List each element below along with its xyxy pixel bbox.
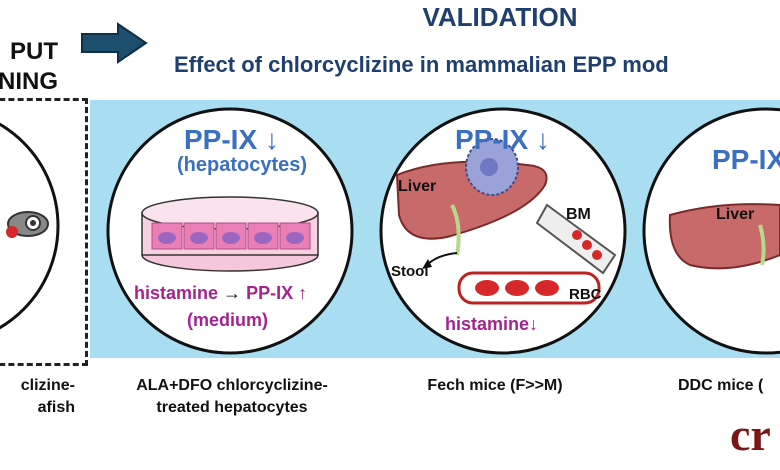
- panel2-ppix-label: PP-IX: [455, 124, 529, 155]
- left-caption: clizine- afish: [0, 375, 75, 419]
- left-caption-line2: afish: [37, 399, 75, 416]
- zebrafish-panel: [0, 122, 60, 330]
- down-arrow-icon: ↓: [535, 124, 550, 155]
- panel3-ppix-label: PP-IX: [712, 144, 780, 175]
- hepatocytes-panel: [106, 107, 354, 355]
- panel1-caption-line1: ALA+DFO chlorcyclizine-: [136, 377, 328, 394]
- panel2-histamine-label: histamine: [445, 314, 530, 334]
- left-caption-line1: clizine-: [20, 377, 75, 394]
- left-header-line1: PUT: [10, 38, 58, 65]
- panel1-histamine-label: histamine: [134, 283, 219, 303]
- right-arrow-small-icon: →: [223, 283, 242, 303]
- panel3-liver-label: Liver: [716, 206, 755, 223]
- panel2-caption: Fech mice (F>>M): [427, 377, 563, 394]
- panel1-histamine-row: histamine → PP-IX ↑: [134, 283, 307, 304]
- panel1-caption-line2: treated hepatocytes: [156, 399, 308, 416]
- panel1-hepatocytes-label: (hepatocytes): [177, 154, 308, 176]
- down-arrow-icon: ↓: [264, 124, 279, 155]
- panel2-liver-label: Liver: [398, 178, 437, 195]
- ddc-mice-panel: [642, 107, 780, 355]
- panel2-ppix-title: PP-IX ↓: [455, 124, 550, 156]
- validation-title: VALIDATION: [422, 2, 578, 32]
- panel2-bm-label: BM: [566, 206, 591, 223]
- panel1-caption: ALA+DFO chlorcyclizine- treated hepatocy…: [102, 375, 362, 419]
- panel2-rbc-label: RBC: [569, 286, 602, 303]
- panel2-histamine-row: histamine↓: [445, 314, 538, 335]
- up-arrow-icon: ↑: [298, 283, 308, 303]
- panel3-caption: DDC mice (: [678, 377, 764, 394]
- validation-subtitle: Effect of chlorcyclizine in mammalian EP…: [174, 52, 669, 77]
- right-arrow-icon: [81, 22, 148, 64]
- panel2-stool-label: Stool: [391, 263, 429, 280]
- panel1-ppix-title: PP-IX ↓: [184, 124, 279, 156]
- left-header-line2: NING: [0, 68, 58, 95]
- fech-mice-panel: [379, 107, 627, 355]
- panel1-ppix-label: PP-IX: [184, 124, 258, 155]
- panel1-medium-label: (medium): [187, 310, 268, 330]
- panel1-ppix-medium-label: PP-IX: [246, 283, 294, 303]
- down-arrow-icon: ↓: [529, 314, 539, 334]
- journal-logo: cr: [730, 409, 771, 460]
